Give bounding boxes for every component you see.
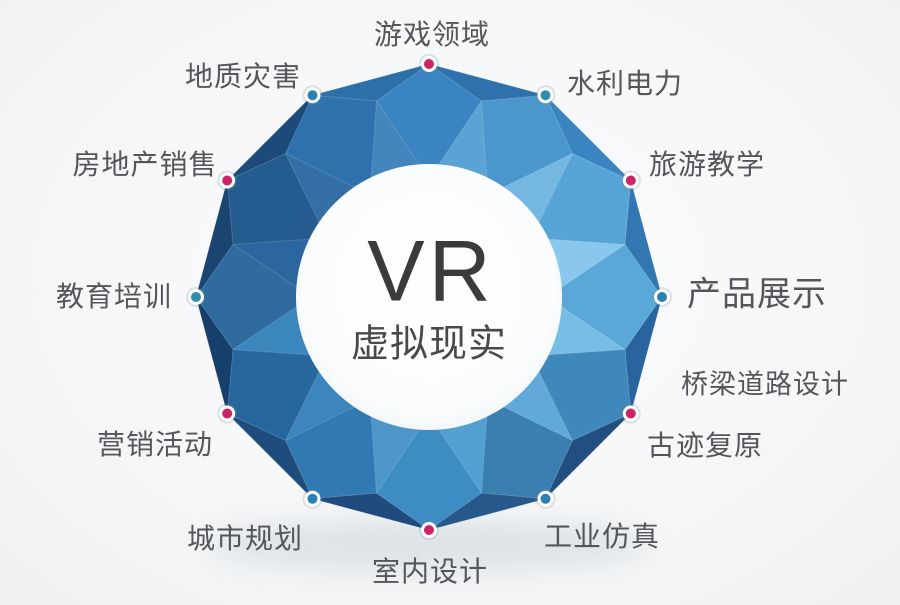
facet-edge-bevel [545, 413, 632, 500]
facet-edge-bevel [624, 296, 663, 414]
vertex-dot [217, 170, 238, 191]
label-product-display: 产品展示 [687, 275, 827, 314]
vertex-dot [535, 85, 556, 106]
facet-edge-bevel [428, 492, 546, 531]
vertex-dot [620, 403, 641, 424]
facet-edge-bevel [428, 63, 546, 102]
label-geological-disaster: 地质灾害 [184, 61, 302, 92]
label-interior-design: 室内设计 [371, 556, 489, 587]
center-circle [296, 164, 562, 430]
center-subtitle: 虚拟现实 [350, 323, 508, 366]
vertex-dot [652, 287, 672, 307]
label-urban-planning: 城市规划 [186, 523, 304, 554]
label-real-estate-sales: 房地产销售 [72, 149, 218, 180]
label-education-training: 教育培训 [55, 281, 173, 312]
vertex-dot [419, 54, 439, 74]
facet-edge-bevel [545, 94, 632, 181]
vertex-dot [186, 287, 206, 307]
label-gaming-field: 游戏领域 [373, 19, 491, 50]
facet-edge-bevel [624, 180, 663, 298]
label-bridge-road-design: 桥梁道路设计 [681, 369, 849, 400]
facet-edge-bevel [195, 296, 234, 414]
label-industrial-simulation: 工业仿真 [543, 521, 661, 552]
facet-edge-bevel [195, 180, 234, 298]
vertex-dot [302, 488, 323, 509]
label-marketing-events: 营销活动 [96, 429, 214, 460]
facet-edge-bevel [226, 413, 313, 500]
vertex-dot [217, 403, 238, 424]
vertex-dot [535, 488, 556, 509]
facet-edge-bevel [312, 492, 430, 531]
facet-edge-bevel [226, 94, 313, 181]
polygon-shadow [209, 519, 649, 571]
vertex-dot [620, 170, 641, 191]
center-title: VR [367, 223, 495, 320]
facet-edge-bevel [312, 63, 430, 102]
vertex-dot [302, 85, 323, 106]
label-tourism-teaching: 旅游教学 [648, 149, 766, 180]
label-heritage-restoration: 古迹复原 [646, 430, 764, 461]
label-water-power: 水利电力 [566, 68, 684, 99]
vertex-dot [419, 520, 439, 540]
